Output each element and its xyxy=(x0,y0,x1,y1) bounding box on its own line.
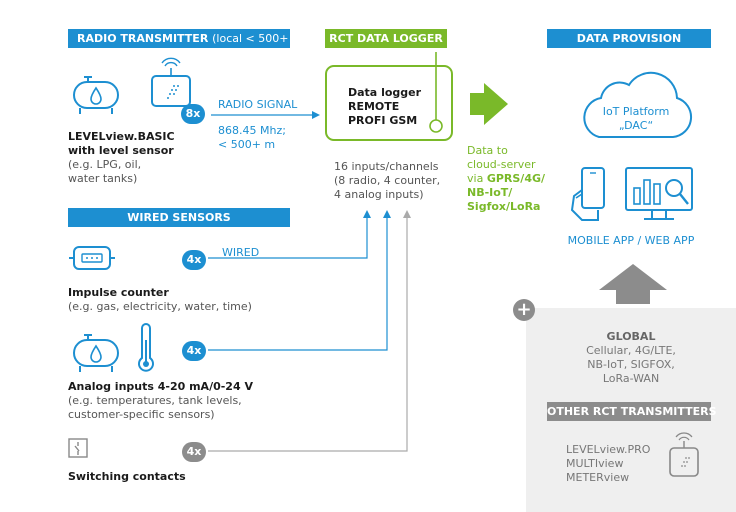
logger-line2: REMOTE xyxy=(348,100,400,113)
cloud-text-line5: Sigfox/LoRa xyxy=(467,200,541,213)
levelview-line3: (e.g. LPG, oil, xyxy=(68,158,142,171)
data-logger-header: RCT DATA LOGGER xyxy=(325,29,447,48)
other-transmitters-header: OTHER RCT TRANSMITTERS xyxy=(547,402,717,421)
cloud-icon xyxy=(583,71,693,138)
other-transmitter-device-icon xyxy=(669,432,699,477)
apps-label: MOBILE APP / WEB APP xyxy=(567,234,695,247)
global-line1: Cellular, 4G/LTE, xyxy=(586,344,676,357)
levelview-line4: water tanks) xyxy=(68,172,138,185)
logger-inputs-line1: 16 inputs/channels xyxy=(334,160,439,173)
thermometer-icon xyxy=(138,323,154,372)
iot-platform-line1: IoT Platform xyxy=(602,105,670,118)
radio-header-note: (local < 500+ m) xyxy=(212,32,307,45)
levelview-line2: with level sensor xyxy=(68,144,174,157)
radio-transmitter-header: RADIO TRANSMITTER (local < 500+ m) xyxy=(68,29,307,48)
switching-count-badge: 4x xyxy=(182,442,206,462)
cloud-text-line2: cloud-server xyxy=(467,158,536,171)
switch-contact-icon xyxy=(68,438,88,458)
radio-signal-label: RADIO SIGNAL xyxy=(218,98,298,111)
cloud-text-gprs: GPRS/4G/ xyxy=(486,172,546,185)
impulse-desc: (e.g. gas, electricity, water, time) xyxy=(68,300,252,313)
logger-inputs-line3: 4 analog inputs) xyxy=(334,188,424,201)
radio-frequency: 868.45 Mhz; xyxy=(218,124,286,137)
cloud-upload-arrow xyxy=(470,83,508,125)
cloud-text-line3: via GPRS/4G/ xyxy=(467,172,545,186)
analog-desc2: customer-specific sensors) xyxy=(68,408,215,421)
monitor-chart-icon xyxy=(625,167,693,220)
analog-wired-arrow xyxy=(208,210,391,351)
analog-desc1: (e.g. temperatures, tank levels, xyxy=(68,394,242,407)
radio-header-title: RADIO TRANSMITTER xyxy=(77,32,209,45)
cloud-text-via: via xyxy=(467,172,487,185)
radio-range: < 500+ m xyxy=(218,138,276,151)
smartphone-hand-icon xyxy=(570,167,605,221)
analog-tank-icon xyxy=(73,334,119,372)
global-line3: LoRa-WAN xyxy=(602,372,660,385)
impulse-wired-arrow xyxy=(208,210,371,259)
tank-icon xyxy=(73,76,119,114)
impulse-count-badge: 4x xyxy=(182,250,206,270)
impulse-counter-icon xyxy=(69,246,115,270)
radio-count-badge: 8x xyxy=(181,104,205,124)
global-uplink-arrow xyxy=(599,264,667,304)
data-provision-header: DATA PROVISION xyxy=(547,29,711,48)
impulse-title: Impulse counter xyxy=(68,286,169,299)
other-line2: MULTIview xyxy=(566,457,624,470)
other-line3: METERview xyxy=(566,471,630,484)
cloud-text-line1: Data to xyxy=(467,144,508,157)
logger-inputs-line2: (8 radio, 4 counter, xyxy=(334,174,441,187)
levelview-name: LEVELview.BASIC xyxy=(68,130,175,143)
global-title: GLOBAL xyxy=(606,330,656,343)
analog-count-badge: 4x xyxy=(182,341,206,361)
analog-title: Analog inputs 4-20 mA/0-24 V xyxy=(68,380,253,393)
other-line1: LEVELview.PRO xyxy=(566,443,651,456)
global-line2: NB-IoT, SIGFOX, xyxy=(587,358,675,371)
plus-icon: + xyxy=(513,299,535,321)
wired-sensors-header: WIRED SENSORS xyxy=(68,208,290,227)
iot-platform-line2: „DAC“ xyxy=(618,119,654,132)
logger-line1: Data logger xyxy=(348,86,422,99)
radio-transmitter-device-icon xyxy=(151,57,191,107)
switching-wired-arrow xyxy=(208,210,411,452)
logger-line3: PROFI GSM xyxy=(348,114,418,127)
cloud-text-line4: NB-IoT/ xyxy=(467,186,513,199)
wired-label: WIRED xyxy=(222,246,260,259)
switching-title: Switching contacts xyxy=(68,470,186,483)
data-logger-box xyxy=(325,52,453,141)
